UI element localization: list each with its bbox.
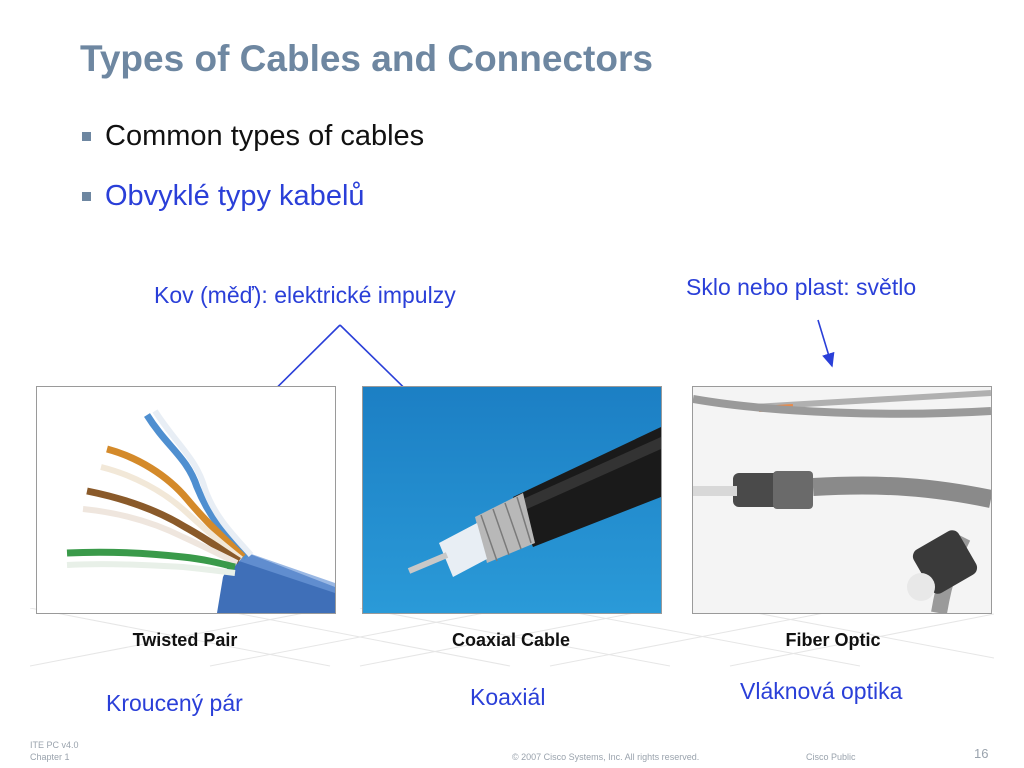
- bullet-text: Common types of cables: [105, 120, 425, 152]
- bullet-text: Obvyklé typy kabelů: [105, 180, 365, 212]
- footer-copyright: © 2007 Cisco Systems, Inc. All rights re…: [512, 752, 700, 762]
- floor-reflection: [30, 608, 994, 667]
- bullet-square-icon: [82, 132, 91, 141]
- caption-fiber-optic: Fiber Optic: [785, 630, 881, 650]
- caption-cz-fiber-optic: Vláknová optika: [740, 678, 903, 704]
- footer-course: ITE PC v4.0: [30, 740, 79, 750]
- bullet-item: Obvyklé typy kabelů: [82, 180, 365, 213]
- glass-annotation: Sklo nebo plast: světlo: [686, 274, 917, 300]
- bullet-item: Common types of cables: [82, 120, 424, 153]
- coaxial-cable-photo: [362, 386, 662, 614]
- footer-classification: Cisco Public: [806, 752, 856, 762]
- caption-coaxial: Coaxial Cable: [451, 630, 571, 650]
- bullet-square-icon: [82, 192, 91, 201]
- footer-chapter: Chapter 1: [30, 752, 70, 762]
- caption-twisted-pair: Twisted Pair: [132, 630, 238, 650]
- page-number: 16: [974, 746, 989, 761]
- fiber-optic-cable-photo: [692, 386, 992, 614]
- caption-cz-twisted-pair: Kroucený pár: [106, 690, 243, 716]
- metal-annotation: Kov (měď): elektrické impulzy: [154, 282, 456, 308]
- slide-title: Types of Cables and Connectors: [80, 38, 653, 79]
- twisted-pair-cable-photo: [36, 386, 336, 614]
- caption-cz-coaxial: Koaxiál: [470, 684, 546, 710]
- arrow-to-fiber: [817, 319, 835, 368]
